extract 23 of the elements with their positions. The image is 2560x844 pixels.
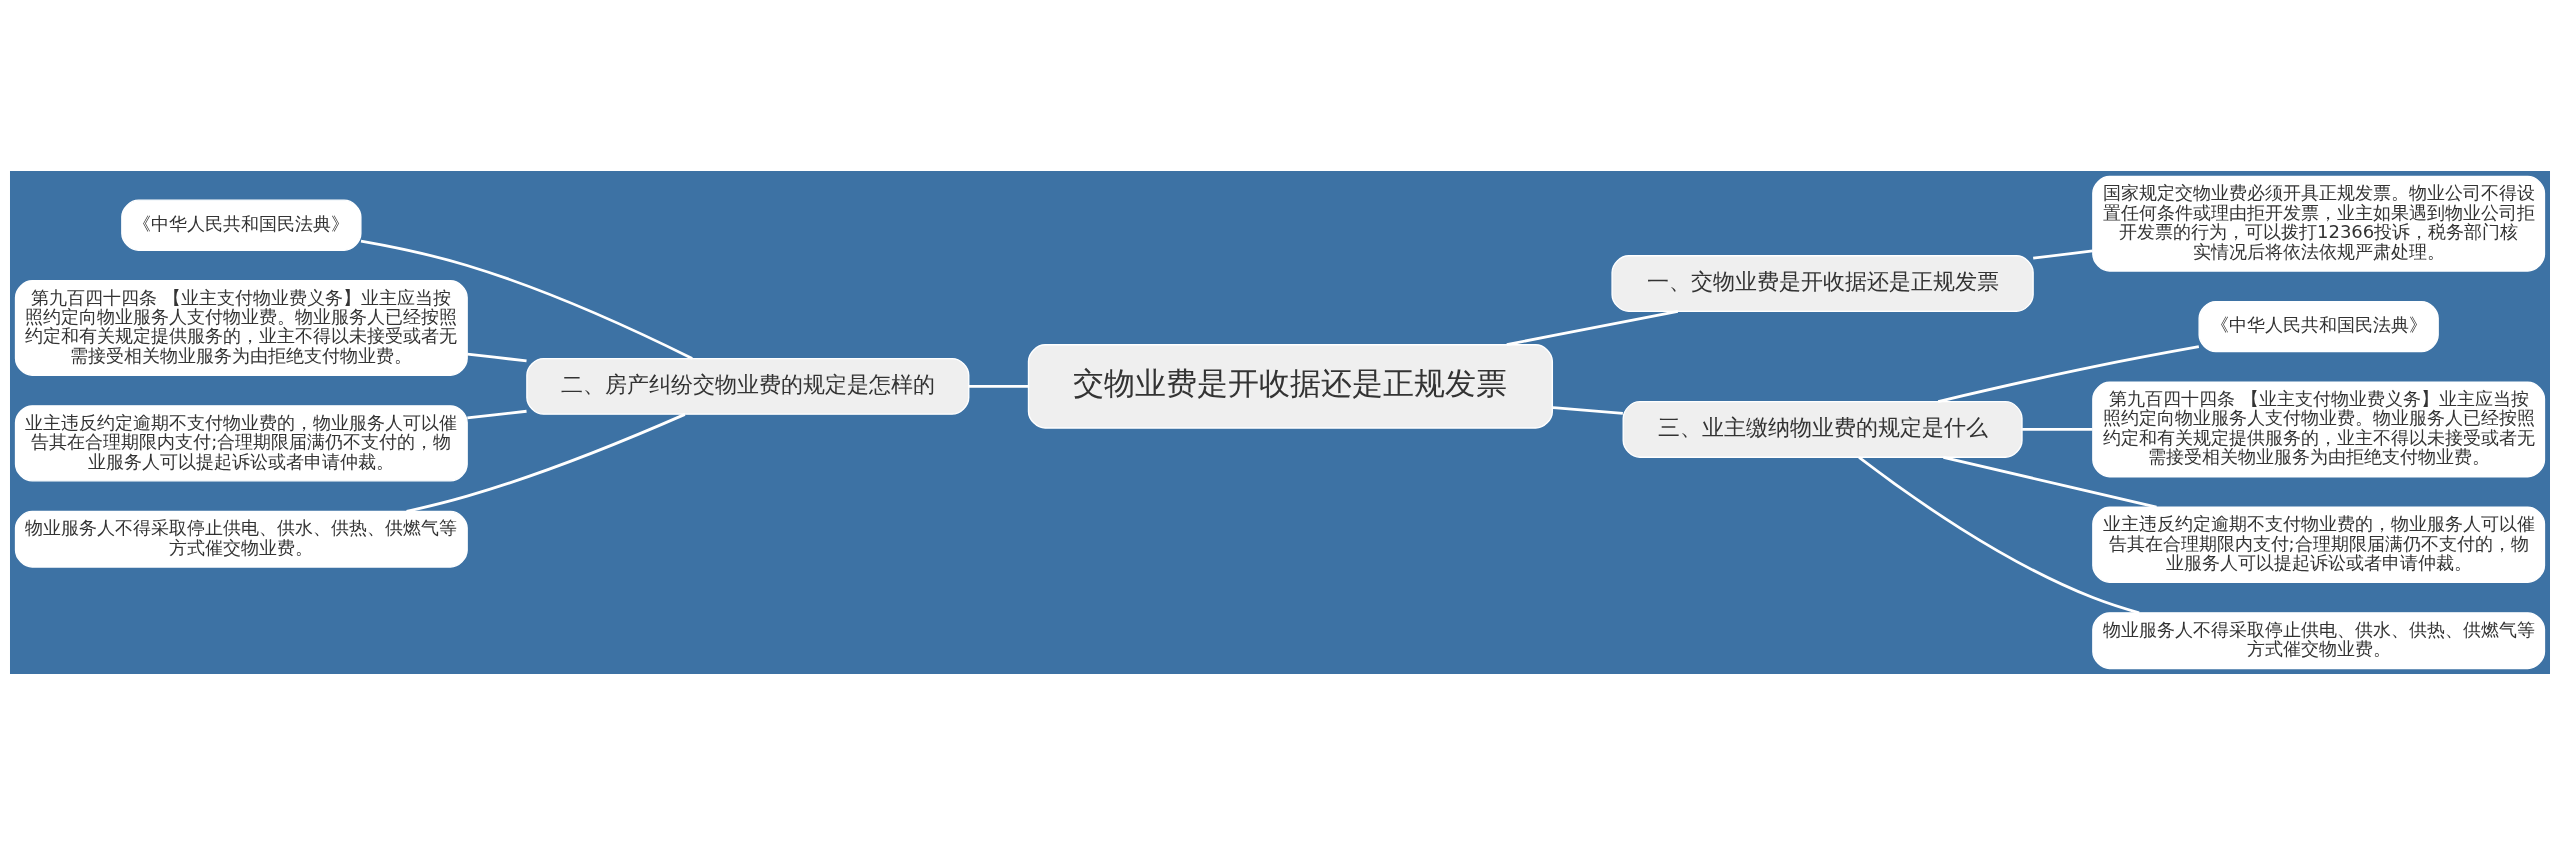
- connector: [1858, 455, 2140, 614]
- node-box: 第九百四十四条 【业主支付物业费义务】业主应当按照约定向物业服务人支付物业费。物业服务人已经按照约定和有关规定提供服务的，业主不得以未接受或者无需接受相关物业服务为由拒绝支付物业费。: [14, 279, 468, 376]
- connector: [968, 384, 1029, 388]
- node-box: 业主违反约定逾期不支付物业费的，物业服务人可以催告其在合理期限内支付;合理期限届满仍不支付的，物业服务人可以提起诉讼或者申请仲裁。: [14, 404, 468, 482]
- connector: [1552, 405, 1623, 415]
- node-box: 交物业费是开收据还是正规发票: [1027, 343, 1554, 429]
- node-box: 一、交物业费是开收据还是正规发票: [1611, 254, 2034, 312]
- node-box: 三、业主缴纳物业费的规定是什么: [1622, 400, 2023, 458]
- node-box: 国家规定交物业费必须开具正规发票。物业公司不得设置任何条件或理由拒开发票，业主如果遇到物业公司拒开发票的行为，可以拨打12366投诉，税务部门核实情况后将依法依规严肃处理。: [2092, 175, 2546, 272]
- node-box: 业主违反约定逾期不支付物业费的，物业服务人可以催告其在合理期限内支付;合理期限届满仍不支付的，物业服务人可以提起诉讼或者申请仲裁。: [2092, 506, 2546, 583]
- connector: [2022, 427, 2093, 431]
- connector: [1937, 344, 2200, 403]
- node-box: 《中华人民共和国民法典》: [2198, 300, 2439, 352]
- connector: [360, 239, 693, 360]
- connector: [1506, 309, 1679, 346]
- node-box: 《中华人民共和国民法典》: [121, 199, 362, 251]
- node-box: 物业服务人不得采取停止供电、供水、供热、供燃气等方式催交物业费。: [2092, 611, 2546, 669]
- node-box: 物业服务人不得采取停止供电、供水、供热、供燃气等方式催交物业费。: [14, 510, 468, 568]
- connector: [2033, 249, 2093, 260]
- connector: [467, 352, 527, 362]
- connector: [467, 409, 527, 419]
- node-box: 二、房产纠纷交物业费的规定是怎样的: [526, 357, 970, 415]
- node-box: 第九百四十四条 【业主支付物业费义务】业主应当按照约定向物业服务人支付物业费。物业服务人已经按照约定和有关规定提供服务的，业主不得以未接受或者无需接受相关物业服务为由拒绝支付物业费。: [2092, 381, 2546, 477]
